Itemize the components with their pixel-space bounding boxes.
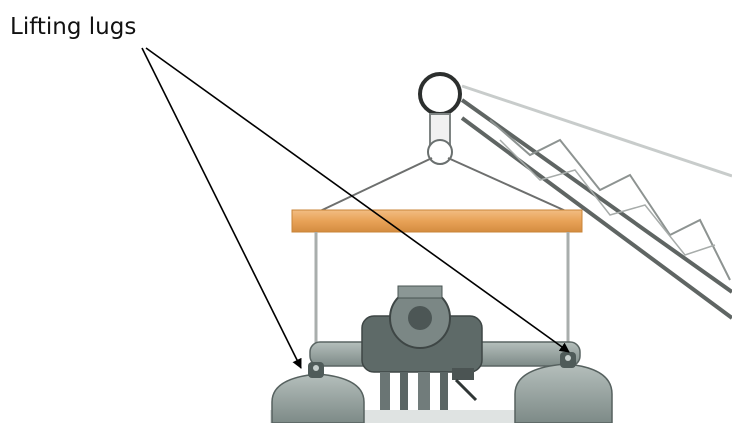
callout-arrows [141,47,570,369]
crane-hook-icon [418,72,462,165]
crane-boom [460,84,732,320]
crane-slings [317,157,569,213]
lifting-lugs-label: Lifting lugs [10,14,137,40]
spreader-bar [291,209,583,233]
lifting-lug-left [308,362,324,378]
lifting-lug-right [560,352,576,368]
arrow-to-left-lug [141,47,302,369]
pump-assembly-icon [270,285,613,423]
arrow-to-right-lug [145,47,570,353]
